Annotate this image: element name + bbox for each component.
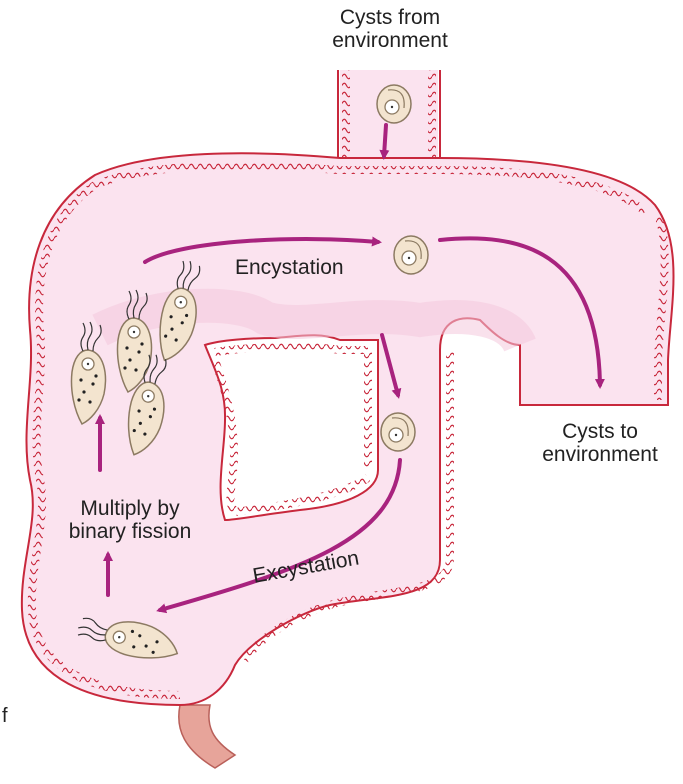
multiply-line1: Multiply by xyxy=(50,497,210,520)
edge-text-fragment: f xyxy=(2,705,8,728)
multiply-line2: binary fission xyxy=(50,520,210,543)
cyst-icon xyxy=(394,236,428,274)
cysts-to-environment-label: Cysts to environment xyxy=(525,420,675,466)
cysts-from-line2: environment xyxy=(320,29,460,52)
rectum xyxy=(179,705,235,768)
cysts-from-line1: Cysts from xyxy=(320,6,460,29)
encystation-label: Encystation xyxy=(235,256,344,279)
multiply-label: Multiply by binary fission xyxy=(50,497,210,543)
arrow-ingestion xyxy=(384,125,386,156)
cyst-icon xyxy=(381,413,415,451)
intestine xyxy=(22,70,674,768)
cysts-from-environment-label: Cysts from environment xyxy=(320,6,460,52)
cyst-icon xyxy=(377,85,411,123)
cysts-to-line1: Cysts to xyxy=(525,420,675,443)
cysts-to-line2: environment xyxy=(525,443,675,466)
